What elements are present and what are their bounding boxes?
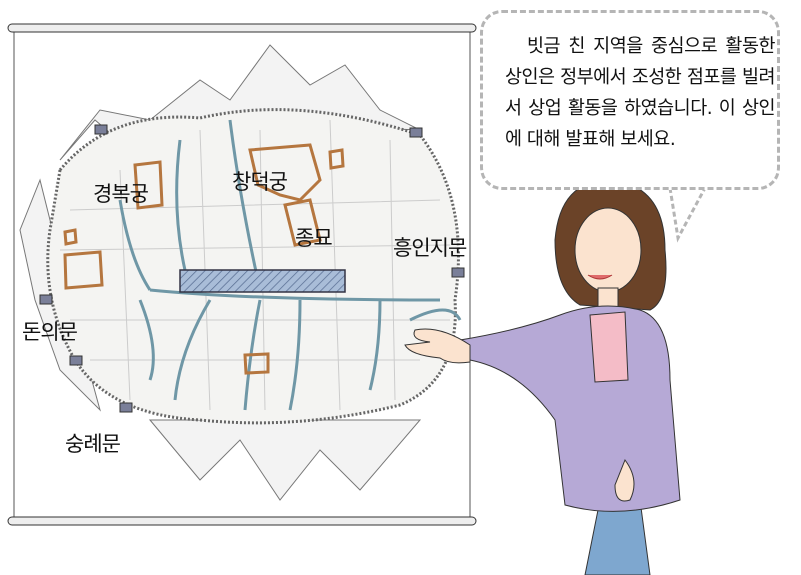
palaces <box>63 143 345 375</box>
label-jongmyo: 종묘 <box>295 226 333 250</box>
gates <box>39 124 465 413</box>
label-heunginjimun: 흥인지문 <box>393 236 467 260</box>
speech-bubble: 빗금 친 지역을 중심으로 활동한 상인은 정부에서 조성한 점포를 빌려서 상… <box>480 10 780 190</box>
label-sungnyemun: 숭례문 <box>65 432 121 456</box>
speech-bubble-text: 빗금 친 지역을 중심으로 활동한 상인은 정부에서 조성한 점포를 빌려서 상… <box>505 36 776 150</box>
hatched-area <box>179 269 346 293</box>
jongmyo-outline <box>283 198 322 247</box>
bubble-tail <box>668 187 707 243</box>
bottom-rod <box>7 516 477 526</box>
pointing-hand <box>404 328 471 364</box>
palace-small-2 <box>63 228 78 246</box>
other-hand <box>614 458 635 502</box>
label-donuimun: 돈의문 <box>22 320 78 344</box>
face <box>574 207 642 293</box>
presenter <box>404 179 681 575</box>
small-palace-outline <box>328 148 345 170</box>
label-changdeokgung: 창덕궁 <box>232 170 288 194</box>
city-area <box>46 108 460 425</box>
palace-small-3 <box>243 352 270 375</box>
changdeokgung-outline <box>248 143 322 202</box>
gyeongbokgung-outline <box>133 160 164 210</box>
jacket <box>459 305 681 512</box>
blouse <box>589 311 629 383</box>
gyeonghuigung-outline <box>63 250 104 290</box>
top-rod <box>7 23 477 33</box>
label-gyeongbokgung: 경복궁 <box>93 182 149 206</box>
